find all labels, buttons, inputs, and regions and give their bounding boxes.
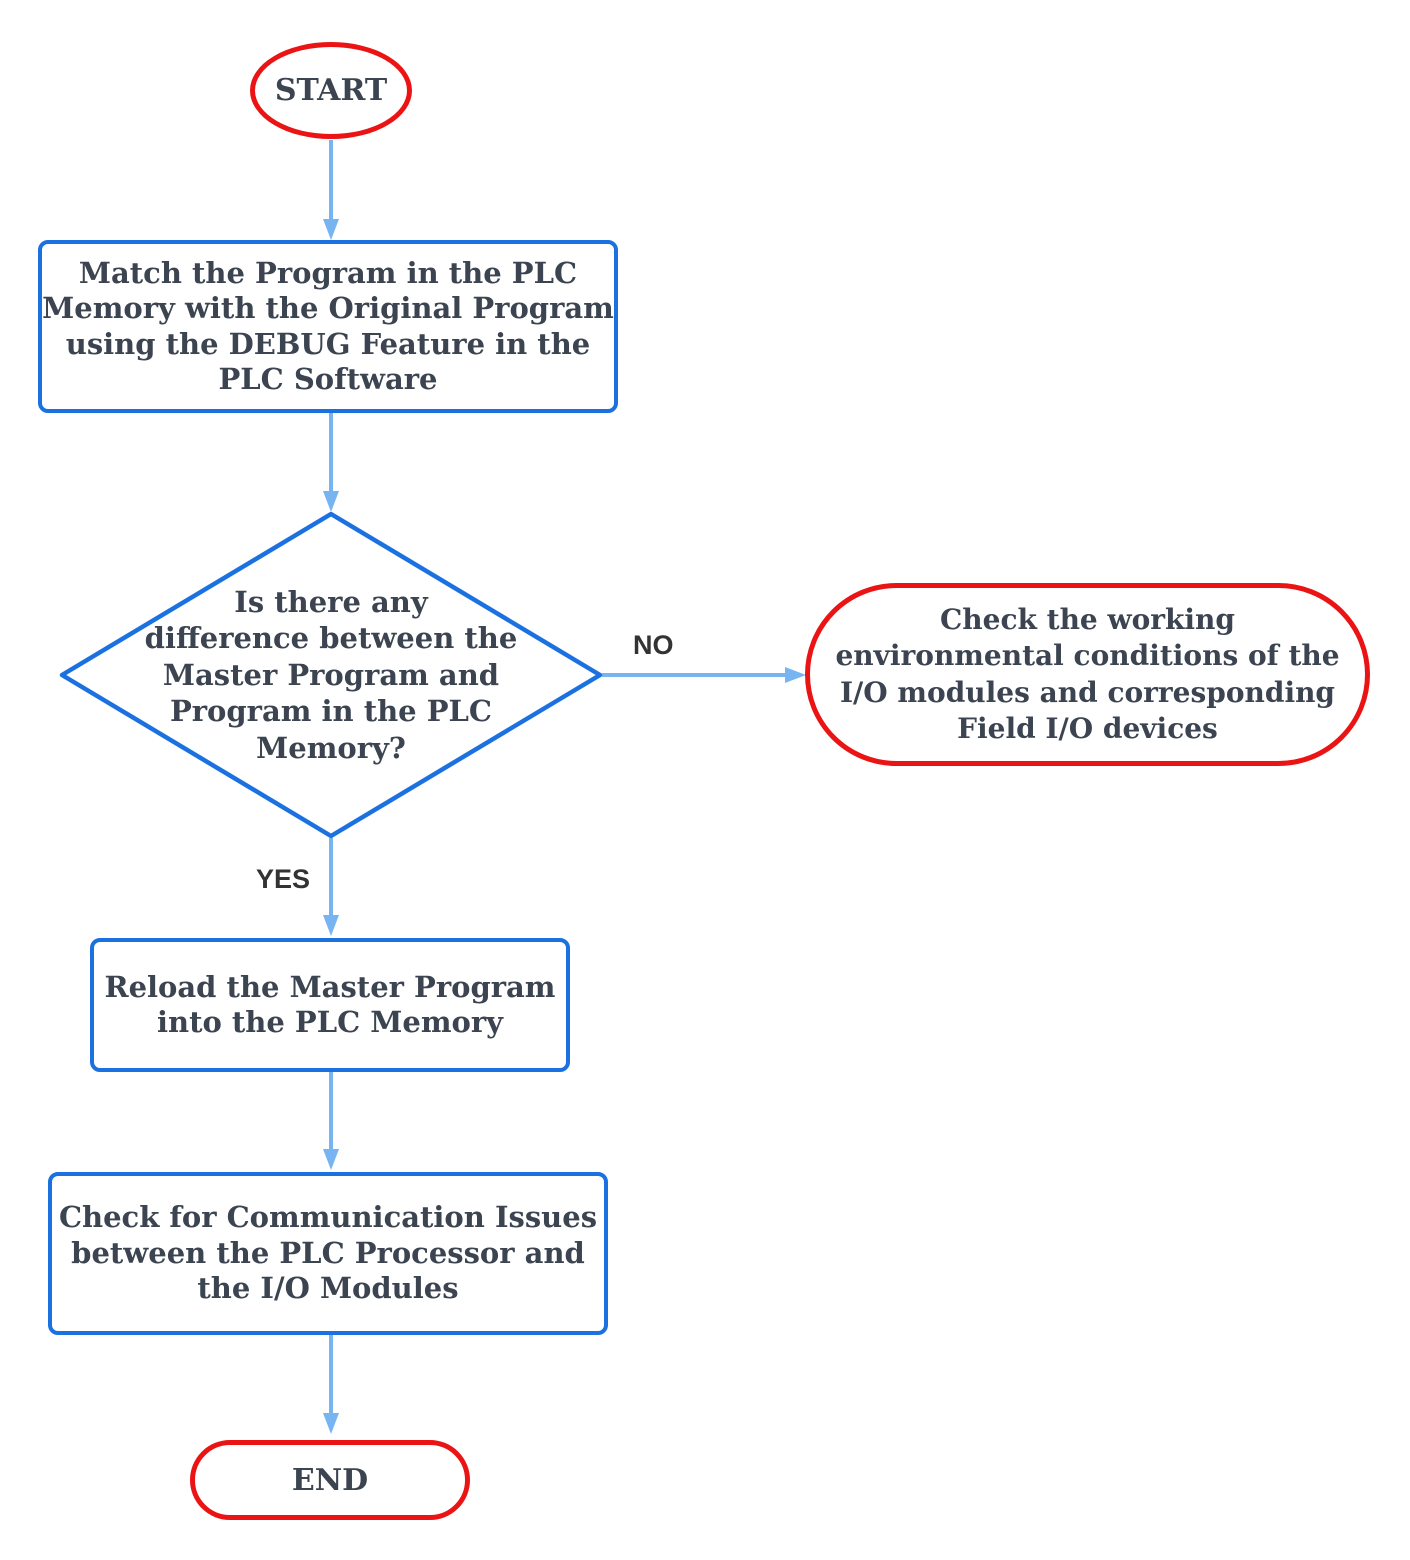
process-match-program: Match the Program in the PLC Memory with… xyxy=(38,240,618,413)
end-terminal: END xyxy=(190,1440,470,1520)
arrowhead-step1-to-decision xyxy=(323,491,339,512)
decision-diamond xyxy=(59,511,603,839)
arrowhead-step2-to-step3 xyxy=(323,1149,339,1170)
process-reload-master-program: Reload the Master Program into the PLC M… xyxy=(90,938,570,1072)
decision-diamond-label: Is there any difference between the Mast… xyxy=(144,584,518,765)
arrowhead-decision-to-step2 xyxy=(323,915,339,936)
arrowhead-start-to-step1 xyxy=(323,219,339,240)
edge-label-no: NO xyxy=(633,630,674,660)
start-terminal: START xyxy=(250,42,412,139)
process-check-communication: Check for Communication Issues between t… xyxy=(48,1172,608,1335)
arrowhead-step3-to-end xyxy=(323,1413,339,1434)
terminal-check-environment: Check the working environmental conditio… xyxy=(805,583,1370,766)
edge-label-yes: YES xyxy=(256,864,311,894)
arrowhead-decision-to-no-action xyxy=(785,667,806,683)
